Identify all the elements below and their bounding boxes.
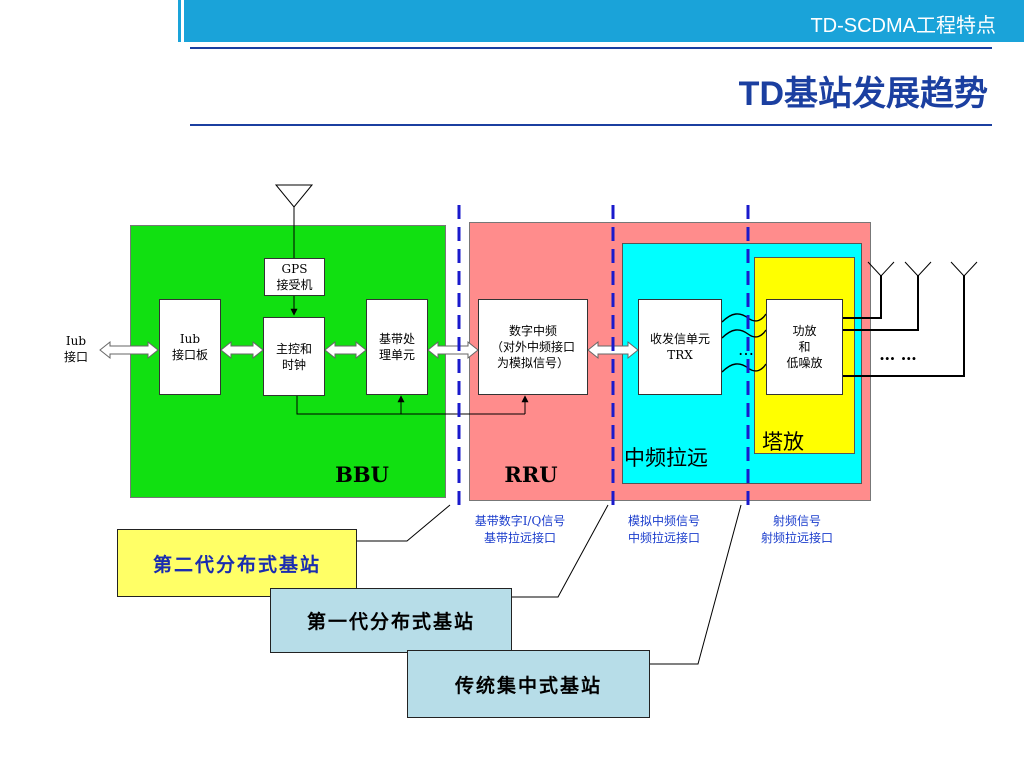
baseband-block: 基带处 理单元: [366, 299, 428, 395]
header-section-title: TD-SCDMA工程特点: [810, 15, 996, 37]
header-rule-bottom: [190, 124, 992, 126]
header-accent-line: [178, 0, 181, 42]
clock-distribution-lines: [296, 395, 529, 415]
pa-lna-block: 功放 和 低噪放: [766, 299, 843, 395]
clock-block: 主控和 时钟: [263, 317, 325, 396]
rru-label: RRU: [504, 462, 558, 487]
legend-first-gen: 第一代分布式基站: [270, 588, 512, 653]
header-rule-top: [190, 47, 992, 49]
iub-board-block: Iub 接口板: [159, 299, 221, 395]
clock-to-baseband-arrow: [324, 340, 367, 360]
baseband-iq-interface-label: 基带数字I/Q信号 基带拉远接口: [474, 514, 566, 545]
trx-block: 收发信单元 TRX: [638, 299, 722, 395]
iub-to-clock-arrow: [220, 340, 264, 360]
gps-antenna-icon: [274, 184, 314, 258]
ellipsis-outer: … …: [879, 345, 917, 364]
header-bar: [184, 0, 1024, 42]
gps-receiver-block: GPS 接受机: [264, 258, 325, 296]
digital-if-block: 数字中频 （对外中频接口 为模拟信号）: [478, 299, 588, 395]
interface-dashed-lines: [457, 205, 750, 512]
rf-interface-label: 射频信号 射频拉远接口: [760, 514, 833, 545]
antenna-icons: [867, 261, 978, 277]
legend-traditional: 传统集中式基站: [407, 650, 650, 718]
analog-if-interface-label: 模拟中频信号 中频拉远接口: [627, 514, 700, 545]
tower-amp-label: 塔放: [762, 430, 804, 454]
legend-pointer-lines: [357, 504, 742, 665]
legend-second-gen: 第二代分布式基站: [117, 529, 357, 597]
iub-interface-label: Iub 接口: [63, 334, 88, 364]
antenna-feeds: [843, 275, 965, 377]
bbu-label: BBU: [335, 462, 389, 487]
if-remote-label: 中频拉远: [624, 446, 708, 470]
page-title: TD基站发展趋势: [738, 75, 988, 113]
double-arrows: [99, 340, 639, 360]
iub-external-arrow: [99, 340, 159, 360]
ellipsis-inner: …: [738, 340, 754, 359]
baseband-to-dif-arrow: [427, 340, 479, 360]
